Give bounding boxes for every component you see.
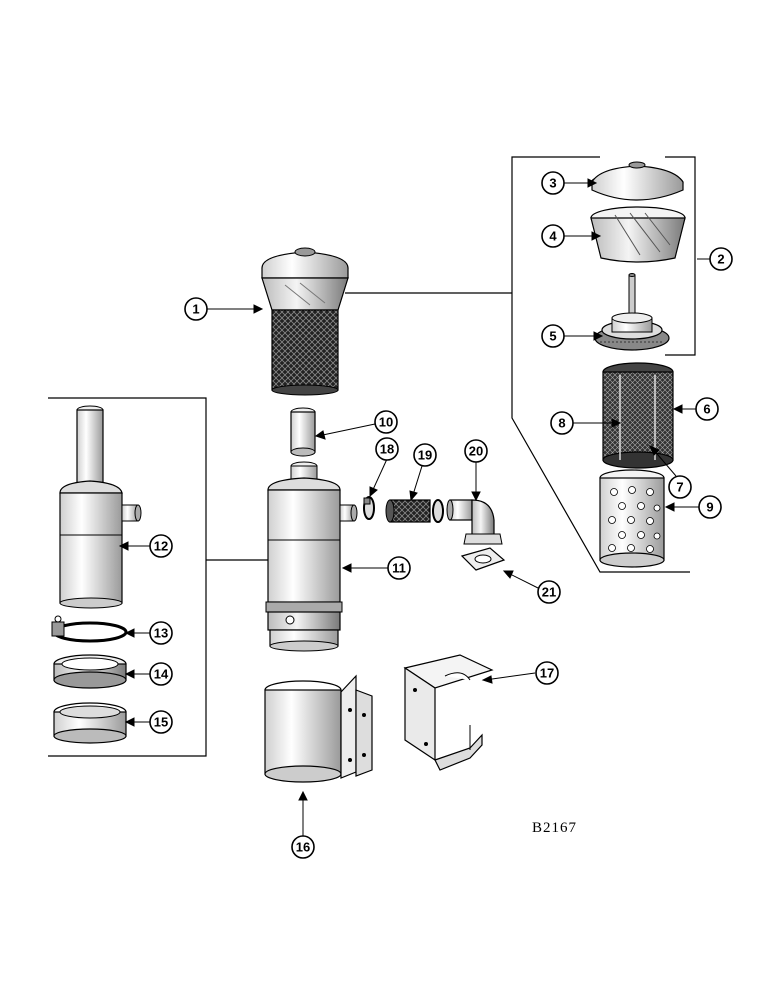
callout-7: 7	[668, 475, 692, 499]
callout-3: 3	[541, 171, 565, 195]
part-tube	[290, 407, 316, 457]
svg-text:4: 4	[549, 229, 557, 244]
callout-2: 2	[709, 247, 733, 271]
svg-text:9: 9	[706, 500, 713, 515]
callout-16: 16	[291, 835, 315, 859]
svg-text:6: 6	[703, 402, 710, 417]
part-perforated-sleeve	[599, 469, 665, 568]
callout-5: 5	[541, 324, 565, 348]
callout-21: 21	[537, 580, 561, 604]
svg-text:13: 13	[154, 626, 168, 641]
callout-12: 12	[149, 534, 173, 558]
callout-10: 10	[374, 410, 398, 434]
svg-text:19: 19	[418, 448, 432, 463]
svg-text:15: 15	[154, 715, 168, 730]
part-hose	[385, 499, 444, 523]
part-precleaner-assembly	[261, 247, 349, 396]
callout-17: 17	[535, 661, 559, 685]
part-sealing-ring	[53, 654, 127, 689]
callout-18: 18	[375, 437, 399, 461]
part-elbow	[446, 499, 503, 545]
leader-lines	[118, 178, 710, 836]
callout-15: 15	[149, 710, 173, 734]
svg-text:14: 14	[154, 667, 169, 682]
svg-text:7: 7	[676, 480, 683, 495]
callout-6: 6	[695, 397, 719, 421]
svg-text:17: 17	[540, 666, 554, 681]
frame-lines	[48, 156, 696, 757]
part-bracket	[403, 654, 494, 771]
callout-20: 20	[464, 439, 488, 463]
part-mesh-element	[602, 362, 674, 469]
callout-1: 1	[184, 297, 208, 321]
callout-19: 19	[413, 443, 437, 467]
part-base-stem	[594, 273, 670, 351]
svg-text:20: 20	[469, 444, 483, 459]
part-clamp-ring	[51, 615, 128, 643]
part-alternate-body	[59, 405, 142, 609]
svg-text:21: 21	[542, 585, 556, 600]
callout-11: 11	[387, 556, 411, 580]
part-hose-clamp	[363, 496, 375, 520]
part-gasket	[460, 547, 506, 571]
svg-text:11: 11	[392, 561, 406, 576]
callout-14: 14	[149, 662, 173, 686]
svg-text:16: 16	[296, 840, 310, 855]
svg-text:5: 5	[549, 329, 556, 344]
svg-text:2: 2	[717, 252, 724, 267]
part-cup	[53, 702, 127, 744]
callout-4: 4	[541, 224, 565, 248]
part-bowl	[590, 206, 686, 263]
callout-9: 9	[698, 495, 722, 519]
svg-text:18: 18	[380, 442, 394, 457]
callout-13: 13	[149, 621, 173, 645]
svg-text:10: 10	[379, 415, 393, 430]
callout-8: 8	[550, 411, 574, 435]
svg-text:8: 8	[558, 416, 565, 431]
figure-code: B2167	[532, 820, 578, 836]
callouts: 1 2 3 4 5 6 7 8 9 10 11 12 13 14 15 16 1…	[149, 171, 733, 859]
part-air-cleaner-body	[265, 461, 358, 652]
svg-text:12: 12	[154, 539, 168, 554]
part-cap	[590, 161, 684, 201]
svg-text:1: 1	[192, 302, 199, 317]
part-mounting-band	[264, 674, 373, 783]
svg-text:3: 3	[549, 176, 556, 191]
